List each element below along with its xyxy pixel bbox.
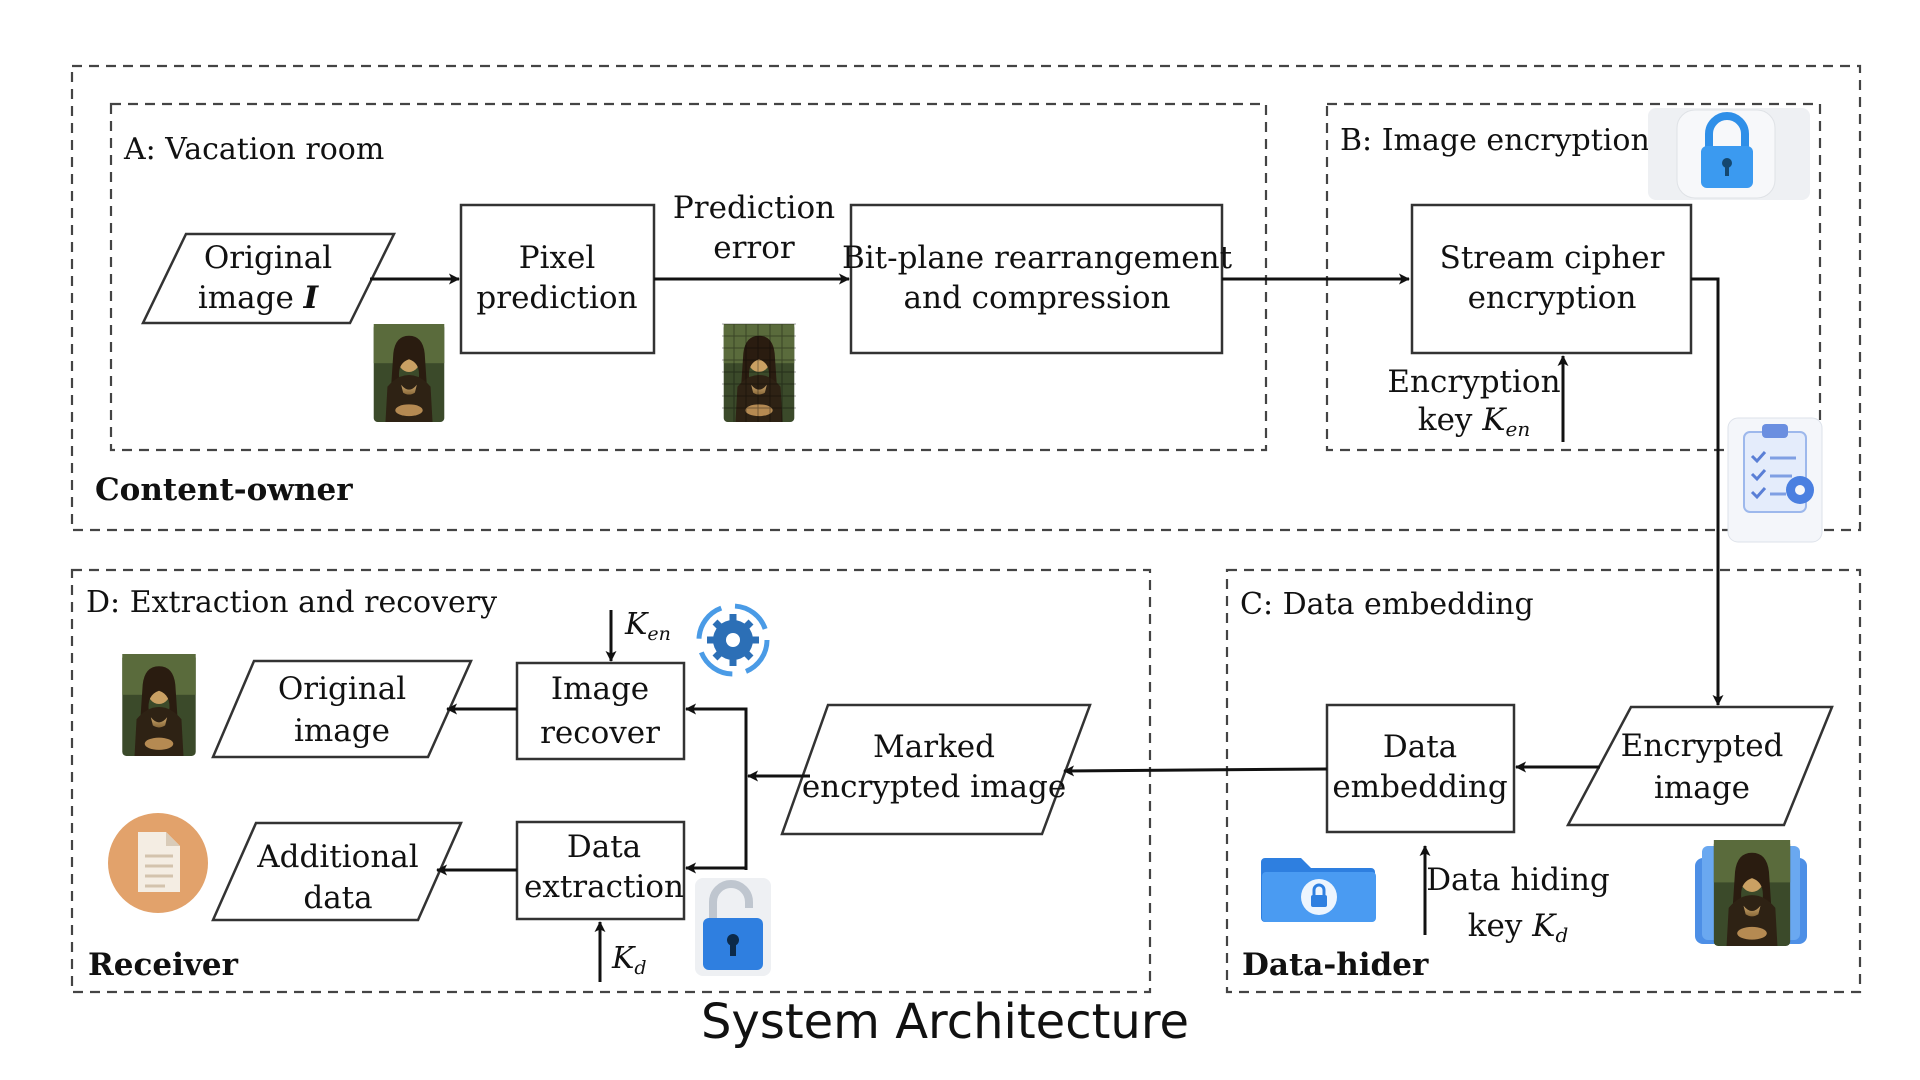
ken-key-label: Ken <box>624 607 671 645</box>
marked-label-2: encrypted image <box>802 769 1066 805</box>
original-image-label-2: image I <box>198 280 320 316</box>
folder-lock-icon <box>1261 858 1376 922</box>
encryption-key-label-2: key Ken <box>1418 402 1530 441</box>
pixel-prediction-node <box>459 203 656 355</box>
image-recover-label-1: Image <box>551 671 649 707</box>
marked-label-1: Marked <box>873 729 995 765</box>
encrypted-image-label-1: Encrypted <box>1621 728 1784 764</box>
arrow-cipher-to-encrypted <box>1691 277 1724 706</box>
section-a-frame <box>109 102 1268 452</box>
recovered-image-label-2: image <box>294 713 390 749</box>
hiding-key-label-2: key Kd <box>1468 908 1569 947</box>
kd-key-label: Kd <box>611 941 647 979</box>
image-recover-node <box>515 661 686 761</box>
pixel-prediction-label-2: prediction <box>476 280 637 316</box>
receiver-region <box>70 568 1152 994</box>
pixel-prediction-label-1: Pixel <box>519 240 596 276</box>
bitplane-label-2: and compression <box>904 280 1171 316</box>
section-b-title: B: Image encryption <box>1340 123 1650 158</box>
section-b-frame <box>1325 102 1822 452</box>
image-recover-label-2: recover <box>540 715 660 751</box>
stream-cipher-label-2: encryption <box>1468 280 1637 316</box>
additional-data-node <box>211 821 463 922</box>
data-hider-label: Data-hider <box>1242 947 1429 983</box>
section-c-title: C: Data embedding <box>1240 587 1534 622</box>
additional-data-label-2: data <box>303 880 372 916</box>
stream-cipher-label-1: Stream cipher <box>1440 240 1665 276</box>
lock-closed-icon <box>1648 108 1810 200</box>
data-embedding-node <box>1325 703 1516 834</box>
prediction-error-label-1: Prediction <box>673 190 835 226</box>
section-d-title: D: Extraction and recovery <box>86 585 497 620</box>
additional-data-label-1: Additional <box>256 839 418 875</box>
diagram-caption: System Architecture <box>701 994 1189 1050</box>
portrait-thumbnail <box>1713 840 1791 946</box>
clipboard-gear-icon <box>1727 417 1823 543</box>
prediction-error-label-2: error <box>713 230 795 266</box>
gear-icon <box>696 603 770 677</box>
encryption-key-label-1: Encryption <box>1387 364 1560 400</box>
original-image-node <box>141 232 397 325</box>
pixelated-overlay <box>722 323 796 422</box>
hiding-key-label-1: Data hiding <box>1426 862 1610 898</box>
bitplane-label-1: Bit-plane rearrangement <box>842 240 1233 276</box>
recovered-image-label-1: Original <box>278 671 406 707</box>
stream-cipher-node <box>1410 203 1693 355</box>
data-extraction-label-1: Data <box>567 829 641 865</box>
lock-open-icon <box>695 878 771 976</box>
recovered-image-node <box>211 659 473 759</box>
receiver-label: Receiver <box>88 947 239 983</box>
content-owner-region <box>70 64 1862 532</box>
data-embedding-label-1: Data <box>1383 729 1457 765</box>
arrow-branch-to-recover <box>685 703 748 715</box>
document-icon <box>108 813 208 913</box>
portrait-thumbnail <box>373 324 445 422</box>
content-owner-label: Content-owner <box>95 472 353 508</box>
data-extraction-label-2: extraction <box>524 869 684 905</box>
section-a-title: A: Vacation room <box>123 132 384 167</box>
original-image-label-1: Original <box>204 240 332 276</box>
encrypted-image-label-2: image <box>1654 770 1750 806</box>
data-embedding-label-2: embedding <box>1332 769 1507 805</box>
portrait-thumbnail <box>122 654 196 756</box>
arrow-embedding-to-marked <box>1063 765 1328 777</box>
encrypted-image-node <box>1565 705 1834 827</box>
marked-encrypted-image-node <box>780 703 1092 836</box>
bitplane-compression-node <box>849 203 1224 355</box>
